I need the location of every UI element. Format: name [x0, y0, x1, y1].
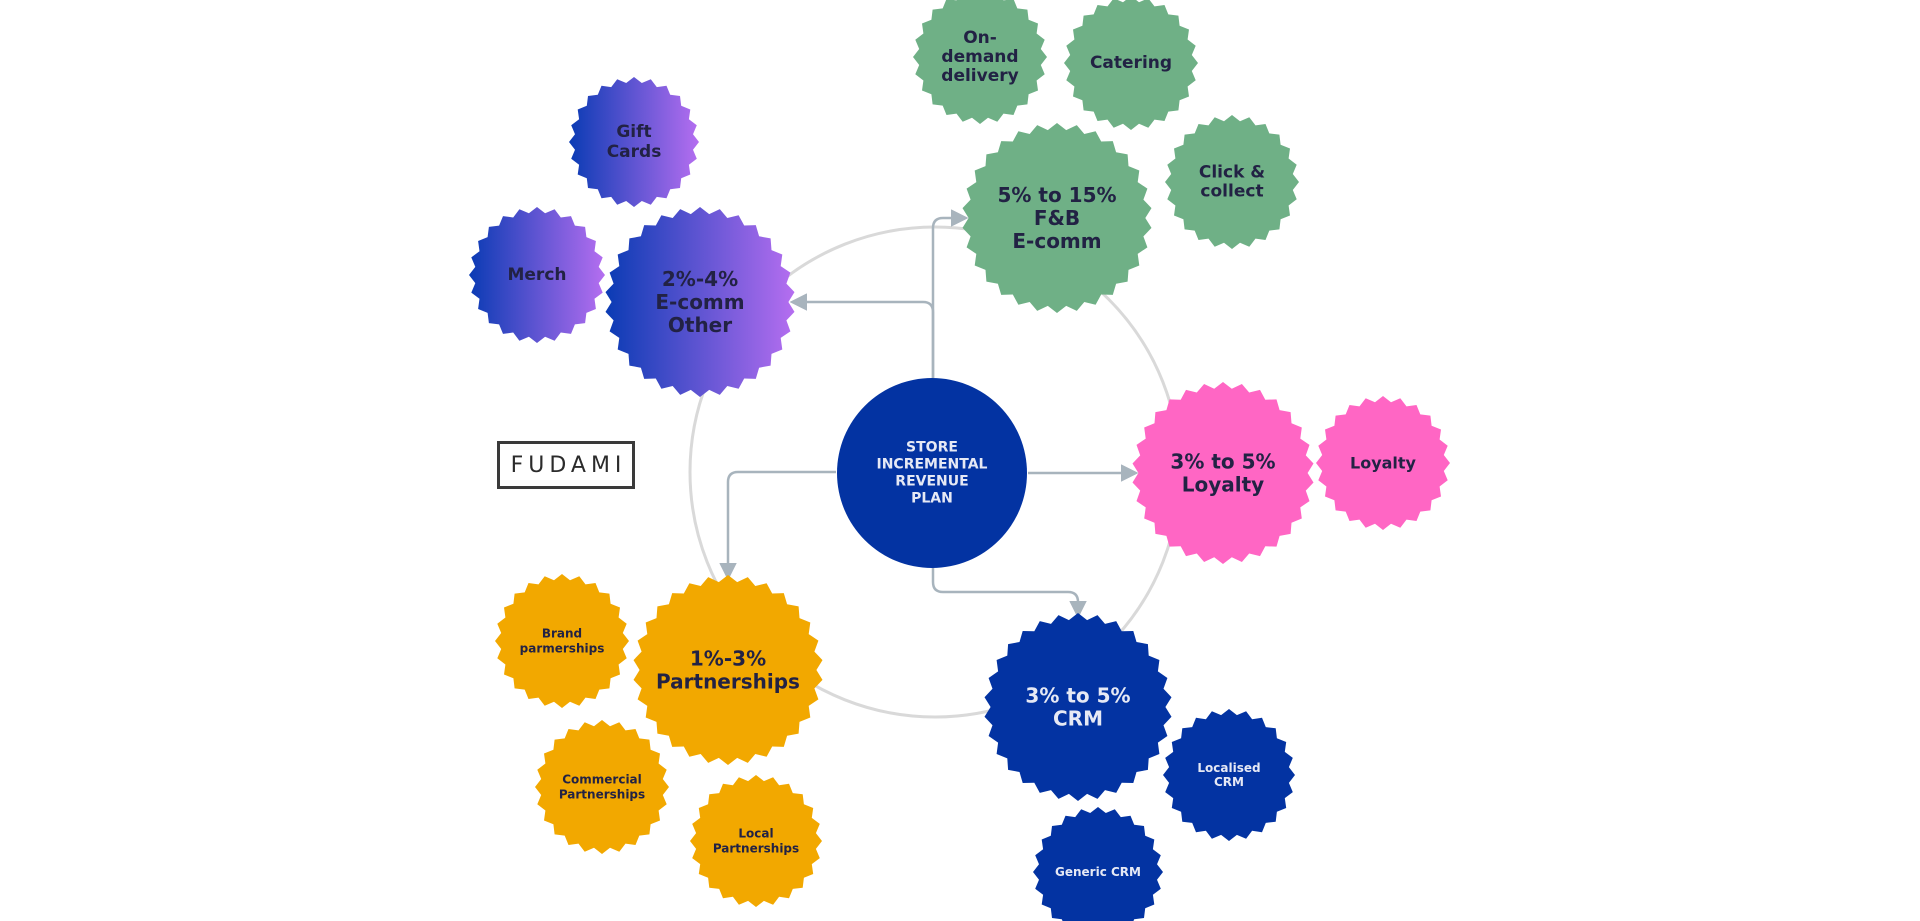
- hub-crm: 3% to 5%CRM: [984, 613, 1172, 801]
- badge-label: Generic CRM: [1055, 865, 1141, 879]
- starburst-shape: [1165, 115, 1299, 249]
- badge-label: CRM: [1053, 707, 1103, 731]
- starburst-shape: [1064, 0, 1198, 130]
- connector-to-partnerships: [719, 470, 836, 581]
- badge-label: Merch: [507, 265, 566, 285]
- hub-partnerships: 1%-3%Partnerships: [633, 575, 823, 765]
- starburst-shape: [535, 720, 669, 854]
- starburst-shape: [913, 0, 1047, 124]
- satellite-generic-crm: Generic CRM: [1033, 807, 1163, 921]
- starburst-shape: [605, 207, 795, 397]
- starburst-shape: [633, 575, 823, 765]
- badge-label: Other: [668, 313, 732, 337]
- badge-label: F&B: [1034, 206, 1080, 230]
- badge-label: collect: [1200, 182, 1263, 202]
- starburst-shape: [569, 77, 699, 207]
- badge-label: Partnerships: [713, 842, 799, 856]
- badge-label: CRM: [1214, 775, 1244, 789]
- badge-label: Loyalty: [1182, 473, 1264, 497]
- satellite-loyalty-sub: Loyalty: [1316, 396, 1450, 530]
- badge-label: 5% to 15%: [997, 183, 1116, 207]
- hub-loyalty: 3% to 5%Loyalty: [1132, 382, 1314, 564]
- starburst-shape: [1132, 382, 1314, 564]
- badge-label: E-comm: [1012, 229, 1101, 253]
- starburst-shape: [984, 613, 1172, 801]
- satellite-click-collect: Click &collect: [1165, 115, 1299, 249]
- starburst-shape: [1163, 709, 1295, 841]
- starburst-shape: [1033, 807, 1163, 921]
- badge-label: Gift: [616, 122, 651, 142]
- badge-label: delivery: [941, 66, 1018, 86]
- badge-label: Click &: [1199, 163, 1265, 183]
- badge-label: Brand: [542, 627, 582, 641]
- starburst-shape: [962, 123, 1152, 313]
- center-circle: [837, 378, 1027, 568]
- badge-label: Catering: [1090, 53, 1172, 73]
- center-label: PLAN: [911, 491, 953, 507]
- center-label: INCREMENTAL: [877, 457, 988, 473]
- badge-label: Localised: [1197, 761, 1260, 775]
- badge-label: Cards: [607, 142, 662, 162]
- badge-label: 2%-4%: [662, 267, 738, 291]
- badge-label: 1%-3%: [690, 647, 766, 671]
- connector-group: [719, 209, 1139, 619]
- badge-label: Loyalty: [1350, 454, 1417, 473]
- badge-label: Partnerships: [559, 788, 645, 802]
- badge-label: parmerships: [520, 642, 605, 656]
- connector-to-fnb-ecomm: [931, 209, 969, 378]
- badge-label: 3% to 5%: [1025, 684, 1130, 708]
- badge-label: Local: [738, 827, 773, 841]
- fudami-logo: FUDAMI: [497, 441, 635, 489]
- starburst-shape: [1316, 396, 1450, 530]
- connector-to-crm: [931, 567, 1087, 619]
- starburst-shape: [469, 207, 605, 343]
- satellite-catering: Catering: [1064, 0, 1198, 130]
- center-label: STORE: [906, 440, 958, 456]
- badge-label: Partnerships: [656, 670, 800, 694]
- satellite-merch: Merch: [469, 207, 605, 343]
- badge-label: On-: [963, 28, 997, 48]
- hub-fnb-ecomm: 5% to 15%F&BE-comm: [962, 123, 1152, 313]
- badge-label: 3% to 5%: [1170, 450, 1275, 474]
- starburst-shape: [690, 775, 822, 907]
- badge-label: Commercial: [562, 773, 642, 787]
- badge-label: demand: [941, 47, 1018, 67]
- starburst-shape: [495, 574, 629, 708]
- connector-to-ecomm-other: [789, 293, 935, 378]
- badge-label: E-comm: [655, 290, 744, 314]
- center-label: REVENUE: [895, 474, 968, 490]
